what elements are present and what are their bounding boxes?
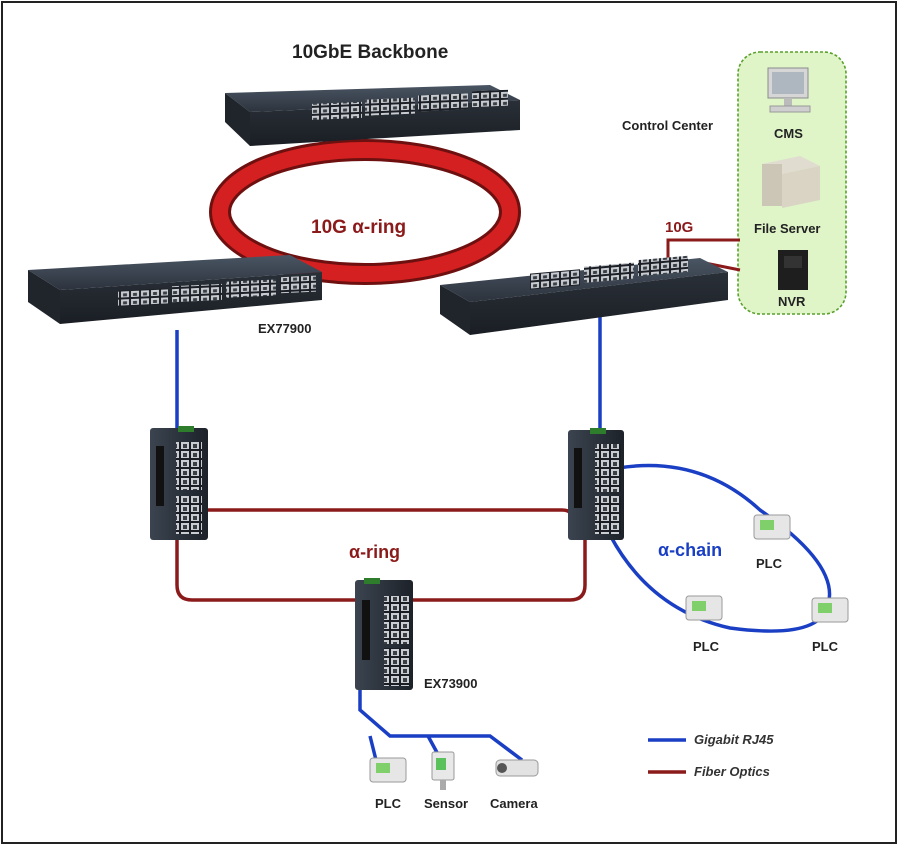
chain-plc-label-2: PLC xyxy=(693,639,720,654)
plc-device-icon xyxy=(753,514,791,540)
control-center-label: Control Center xyxy=(622,118,713,133)
plc-edge-icon xyxy=(369,757,407,783)
nvr-label: NVR xyxy=(778,294,806,309)
file-server-label: File Server xyxy=(754,221,821,236)
uplink-10g-label: 10G xyxy=(665,219,693,236)
switch-backbone-left xyxy=(28,255,322,324)
sensor-icon xyxy=(431,751,455,790)
din-switch-right xyxy=(568,428,624,540)
din-switch-left xyxy=(150,426,208,540)
access-ring-label: α-ring xyxy=(349,542,400,562)
switch-bottom-model-label: EX73900 xyxy=(424,676,478,691)
plc-device-icon xyxy=(685,595,723,621)
diagram-title: 10GbE Backbone xyxy=(292,42,448,63)
uplink-10g-link xyxy=(666,238,740,258)
plc-device-icon xyxy=(811,597,849,623)
chain-plc-label-1: PLC xyxy=(756,556,783,571)
din-switch-bottom xyxy=(355,578,413,690)
edge-plc-label: PLC xyxy=(375,796,402,811)
edge-camera-label: Camera xyxy=(490,796,538,811)
cms-monitor-icon xyxy=(767,67,811,113)
nvr-icon xyxy=(778,250,808,290)
camera-icon xyxy=(495,759,539,777)
switch-backbone-right xyxy=(440,255,728,335)
backbone-ring xyxy=(209,139,521,285)
chain-plc-label-3: PLC xyxy=(812,639,839,654)
chain-label: α-chain xyxy=(658,540,722,560)
file-server-icon xyxy=(762,156,820,208)
switch-backbone-top xyxy=(225,85,520,146)
switch-left-model-label: EX77900 xyxy=(258,321,312,336)
legend-fiber-label: Fiber Optics xyxy=(694,764,770,779)
cms-label: CMS xyxy=(774,126,803,141)
edge-sensor-label: Sensor xyxy=(424,796,468,811)
backbone-ring-label: 10G α-ring xyxy=(311,217,406,238)
legend-rj45-label: Gigabit RJ45 xyxy=(694,732,774,747)
